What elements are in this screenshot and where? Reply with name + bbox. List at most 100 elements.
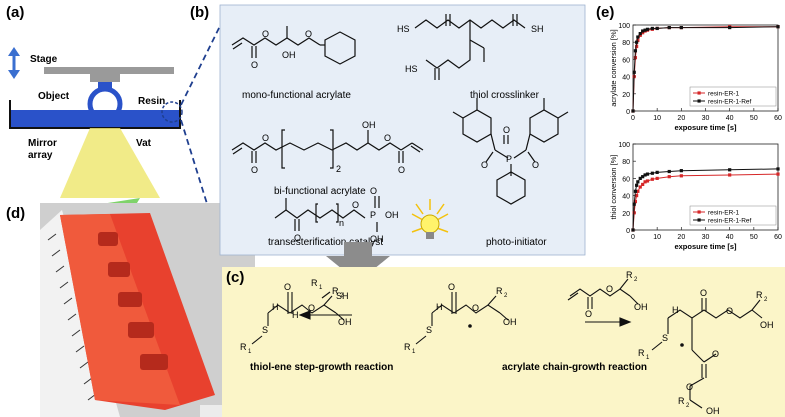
svg-text:OH: OH bbox=[634, 302, 648, 312]
data-point bbox=[655, 26, 659, 31]
svg-text:H: H bbox=[436, 302, 443, 312]
svg-text:OH: OH bbox=[760, 320, 774, 330]
data-point bbox=[636, 35, 640, 39]
svg-text:S: S bbox=[262, 325, 268, 335]
data-point bbox=[655, 176, 659, 180]
svg-text:O: O bbox=[284, 282, 291, 292]
legend-label: resin-ER-1-Ref bbox=[708, 99, 752, 106]
panel-d: (d) bbox=[6, 203, 255, 417]
svg-text:O: O bbox=[585, 309, 592, 319]
data-point bbox=[636, 189, 640, 193]
svg-text:O: O bbox=[448, 282, 455, 292]
y-axis-label: acrylate conversion [%] bbox=[609, 29, 618, 107]
y-tick-label: 60 bbox=[622, 57, 630, 64]
svg-text:1: 1 bbox=[412, 349, 416, 355]
svg-text:1: 1 bbox=[319, 285, 323, 291]
stage-arrow-icon bbox=[8, 47, 20, 79]
data-point bbox=[633, 200, 638, 204]
svg-text:O: O bbox=[384, 133, 391, 143]
panel-c-tag: (c) bbox=[226, 269, 244, 286]
svg-text:2: 2 bbox=[764, 297, 768, 303]
y-tick-label: 20 bbox=[622, 211, 630, 218]
mono-acrylate-label: mono-functional acrylate bbox=[242, 90, 351, 101]
x-tick-label: 10 bbox=[653, 115, 661, 122]
data-point bbox=[776, 172, 780, 176]
svg-text:O: O bbox=[294, 233, 301, 243]
svg-text:O: O bbox=[606, 284, 613, 294]
data-point bbox=[632, 202, 636, 206]
x-tick-label: 50 bbox=[750, 115, 758, 122]
svg-text:2: 2 bbox=[686, 403, 690, 409]
data-point bbox=[667, 25, 671, 30]
data-point bbox=[635, 194, 639, 198]
svg-text:O: O bbox=[503, 125, 510, 135]
panel-d-tag: (d) bbox=[6, 205, 25, 222]
catalyst-label: transesterification catalyst bbox=[268, 237, 383, 248]
svg-text:SH: SH bbox=[336, 291, 349, 301]
panel-c-box bbox=[222, 267, 785, 417]
data-point bbox=[650, 171, 654, 175]
data-point bbox=[728, 173, 732, 177]
data-point bbox=[776, 167, 780, 171]
svg-text:2: 2 bbox=[504, 293, 508, 299]
x-tick-label: 20 bbox=[677, 234, 685, 241]
svg-text:OH: OH bbox=[385, 210, 399, 220]
legend-marker bbox=[697, 99, 701, 103]
acrylate-chain-label: acrylate chain-growth reaction bbox=[502, 362, 647, 373]
y-tick-label: 60 bbox=[622, 176, 630, 183]
svg-text:P: P bbox=[506, 154, 512, 164]
bi-acrylate-label: bi-functional acrylate bbox=[274, 186, 366, 197]
x-axis-label: exposure time [s] bbox=[674, 242, 737, 251]
legend-marker bbox=[697, 210, 701, 214]
x-tick-label: 30 bbox=[702, 234, 710, 241]
data-point bbox=[631, 228, 635, 232]
data-point bbox=[633, 49, 638, 53]
svg-text:OH: OH bbox=[370, 234, 384, 244]
svg-text:2: 2 bbox=[340, 293, 344, 299]
svg-text:R: R bbox=[626, 270, 633, 280]
data-point bbox=[636, 180, 640, 184]
svg-text:OH: OH bbox=[282, 50, 296, 60]
thiol-ene-label: thiol-ene step-growth reaction bbox=[250, 362, 393, 373]
data-point bbox=[632, 70, 636, 74]
x-tick-label: 40 bbox=[726, 234, 734, 241]
data-point bbox=[641, 182, 645, 187]
plot-area bbox=[632, 143, 779, 231]
svg-text:R: R bbox=[496, 286, 503, 296]
y-tick-label: 80 bbox=[622, 159, 630, 166]
data-point bbox=[636, 38, 640, 43]
svg-text:O: O bbox=[472, 303, 479, 313]
svg-text:n: n bbox=[339, 218, 344, 228]
data-point bbox=[728, 168, 732, 172]
zoom-line-top bbox=[180, 25, 221, 106]
data-point bbox=[638, 33, 642, 37]
data-point bbox=[643, 173, 647, 177]
panel-a-tag: (a) bbox=[6, 4, 24, 21]
data-point bbox=[638, 32, 642, 36]
data-point bbox=[645, 179, 650, 183]
svg-text:2: 2 bbox=[336, 164, 341, 174]
svg-text:H: H bbox=[272, 302, 279, 312]
data-point bbox=[635, 183, 639, 187]
svg-text:2: 2 bbox=[634, 277, 638, 283]
data-point bbox=[635, 44, 639, 49]
legend-box bbox=[689, 86, 777, 107]
legend-label: resin-ER-1 bbox=[708, 91, 739, 98]
svg-text:O: O bbox=[726, 306, 733, 316]
data-point bbox=[650, 26, 654, 31]
svg-text:H: H bbox=[292, 310, 299, 320]
data-point bbox=[645, 27, 650, 31]
y-tick-label: 80 bbox=[622, 40, 630, 47]
svg-text:R: R bbox=[638, 348, 645, 358]
data-point bbox=[655, 170, 659, 174]
svg-text:R: R bbox=[311, 278, 318, 288]
data-point bbox=[641, 175, 645, 179]
data-point bbox=[633, 189, 638, 193]
x-axis-label: exposure time [s] bbox=[674, 123, 737, 132]
svg-text:R: R bbox=[678, 396, 685, 406]
legend-label: resin-ER-1-Ref bbox=[708, 218, 752, 225]
svg-text:OH: OH bbox=[362, 120, 376, 130]
data-point bbox=[667, 175, 671, 179]
